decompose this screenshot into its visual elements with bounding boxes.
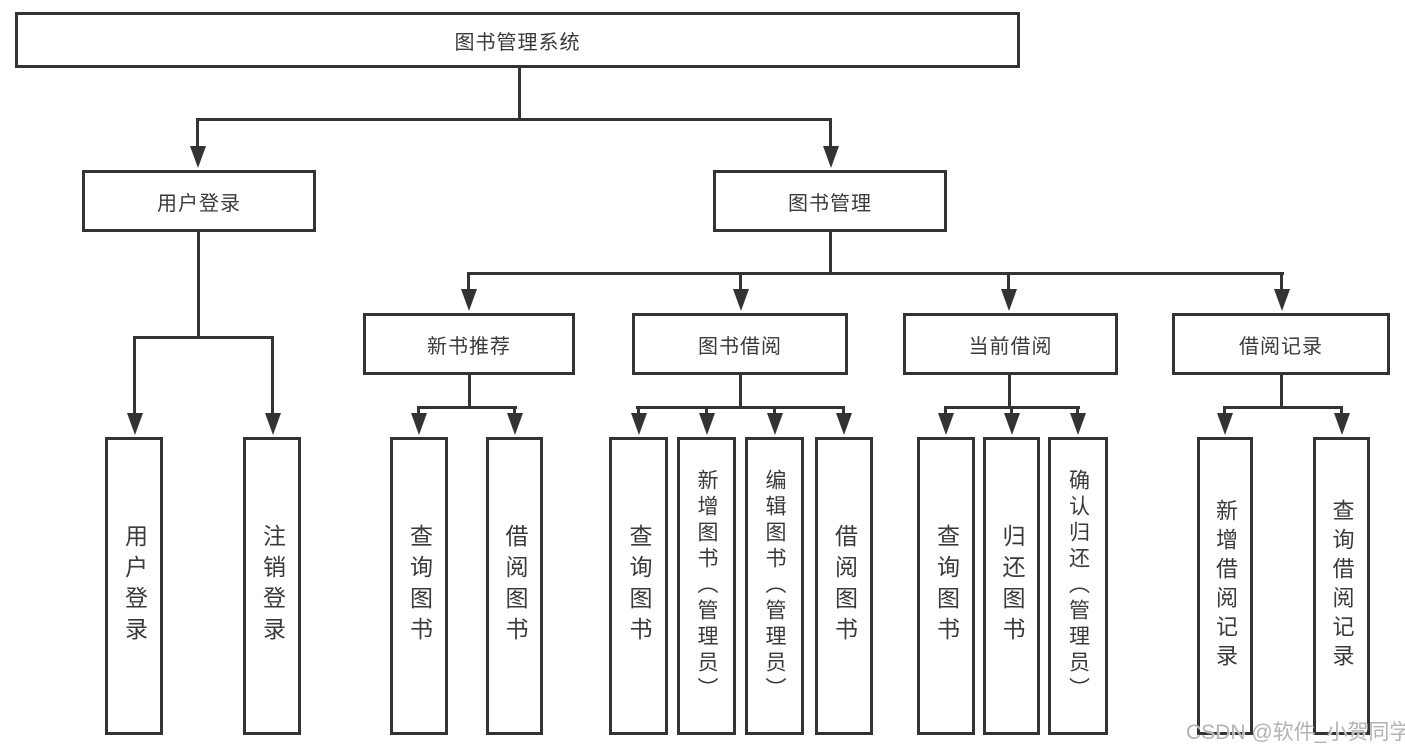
leaf-query-borrow-record-label: 查询借阅记录 <box>1329 499 1355 673</box>
connector-level3-rail <box>467 272 1284 275</box>
connector-borrowing-records-stem <box>1280 375 1283 407</box>
connector-level2-rail <box>196 118 832 121</box>
box-new-book-recommendation-label: 新书推荐 <box>427 335 511 358</box>
box-book-borrowing: 图书借阅 <box>632 313 848 375</box>
arrowhead-to-add-borrow-record <box>1216 406 1233 435</box>
arrowhead-to-query-books-3 <box>937 406 954 435</box>
box-book-management-system-label: 图书管理系统 <box>454 31 581 54</box>
box-current-borrowing: 当前借阅 <box>903 313 1118 375</box>
arrowhead-to-return-books <box>1003 406 1020 435</box>
leaf-query-books-2: 查询图书 <box>609 437 668 735</box>
connector-new-book-recommendation-rail <box>418 406 517 409</box>
arrowhead-to-book-management <box>822 118 839 168</box>
connector-book-management-stem <box>829 232 832 275</box>
leaf-edit-book-admin-label: 编辑图书（管理员） <box>763 469 786 703</box>
box-book-management: 图书管理 <box>713 170 947 232</box>
leaf-add-book-admin: 新增图书（管理员） <box>677 437 736 735</box>
leaf-user-login-label: 用户登录 <box>121 524 148 648</box>
arrowhead-to-query-books-1 <box>410 406 427 435</box>
connector-book-borrowing-stem <box>739 375 742 407</box>
arrowhead-to-leaf-user-login <box>126 336 143 435</box>
box-book-management-system: 图书管理系统 <box>15 12 1020 68</box>
arrowhead-to-leaf-logout <box>264 336 281 435</box>
connector-user-login-rail <box>133 336 274 339</box>
leaf-query-borrow-record: 查询借阅记录 <box>1313 437 1370 735</box>
leaf-borrow-books-1-label: 借阅图书 <box>502 524 528 648</box>
arrowhead-to-add-book-admin <box>698 406 715 435</box>
csdn-watermark: CSDN @软件_小贺同学 <box>1186 721 1405 744</box>
connector-book-borrowing-rail <box>636 406 845 409</box>
box-borrowing-records: 借阅记录 <box>1172 313 1390 375</box>
arrowhead-to-new-book-recommendation <box>460 272 477 311</box>
leaf-borrow-books-1: 借阅图书 <box>486 437 543 735</box>
box-book-management-label: 图书管理 <box>788 192 872 215</box>
leaf-return-books-label: 归还图书 <box>999 524 1025 648</box>
box-new-book-recommendation: 新书推荐 <box>363 313 575 375</box>
arrowhead-to-confirm-return-admin <box>1069 406 1086 435</box>
connector-root-stem <box>518 68 521 118</box>
box-book-borrowing-label: 图书借阅 <box>698 335 782 358</box>
leaf-edit-book-admin: 编辑图书（管理员） <box>745 437 804 735</box>
leaf-query-books-3-label: 查询图书 <box>933 524 960 648</box>
arrowhead-to-query-books-2 <box>630 406 647 435</box>
arrowhead-to-book-borrowing <box>732 272 749 311</box>
arrowhead-to-current-borrowing <box>1000 272 1017 311</box>
leaf-query-books-1: 查询图书 <box>390 437 448 735</box>
leaf-add-borrow-record: 新增借阅记录 <box>1197 437 1253 735</box>
leaf-return-books: 归还图书 <box>983 437 1040 735</box>
leaf-logout-label: 注销登录 <box>259 524 286 648</box>
connector-new-book-recommendation-stem <box>468 375 471 407</box>
leaf-add-book-admin-label: 新增图书（管理员） <box>695 469 718 703</box>
connector-user-login-stem <box>197 232 200 336</box>
leaf-query-books-2-label: 查询图书 <box>626 524 652 648</box>
leaf-query-books-1-label: 查询图书 <box>406 524 433 648</box>
box-borrowing-records-label: 借阅记录 <box>1239 335 1323 358</box>
leaf-add-borrow-record-label: 新增借阅记录 <box>1213 499 1238 673</box>
leaf-confirm-return-admin: 确认归还（管理员） <box>1048 437 1108 735</box>
box-user-login-label: 用户登录 <box>157 192 241 215</box>
box-user-login: 用户登录 <box>82 170 316 232</box>
leaf-query-books-3: 查询图书 <box>917 437 975 735</box>
leaf-borrow-books-2: 借阅图书 <box>815 437 873 735</box>
connector-current-borrowing-stem <box>1008 375 1011 407</box>
leaf-confirm-return-admin-label: 确认归还（管理员） <box>1066 469 1090 703</box>
box-current-borrowing-label: 当前借阅 <box>968 335 1053 358</box>
arrowhead-to-query-borrow-record <box>1333 406 1350 435</box>
leaf-user-login: 用户登录 <box>105 437 163 735</box>
arrowhead-to-borrow-books-2 <box>835 406 852 435</box>
leaf-borrow-books-2-label: 借阅图书 <box>831 524 858 648</box>
connector-borrowing-records-rail <box>1223 406 1343 409</box>
arrowhead-to-user-login <box>189 118 206 168</box>
arrowhead-to-borrow-books-1 <box>506 406 523 435</box>
arrowhead-to-edit-book-admin <box>766 406 783 435</box>
arrowhead-to-borrowing-records <box>1273 272 1290 311</box>
leaf-logout: 注销登录 <box>243 437 301 735</box>
